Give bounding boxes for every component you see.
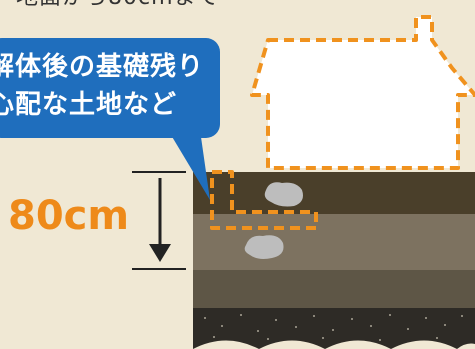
soil-cut-edge — [193, 340, 475, 349]
arrow-down-icon — [149, 244, 171, 262]
callout-line-1: 解体後の基礎残り — [0, 52, 205, 82]
soil-layer-lower — [193, 270, 475, 308]
foundation-outline — [210, 170, 318, 230]
depth-label: 80cm — [8, 193, 130, 239]
top-caption: 地面から80cmまで — [16, 0, 220, 10]
rock-icon — [244, 235, 284, 259]
soil-layer-top — [193, 172, 475, 214]
callout-line-2: 心配な土地など — [0, 90, 178, 120]
soil-layer-middle — [193, 214, 475, 270]
rock-icon — [264, 182, 303, 207]
gravel-speckles — [204, 314, 463, 341]
house-outline-icon — [250, 15, 475, 170]
callout-bubble: 解体後の基礎残り 心配な土地など — [0, 38, 220, 138]
callout-pointer — [168, 130, 210, 200]
